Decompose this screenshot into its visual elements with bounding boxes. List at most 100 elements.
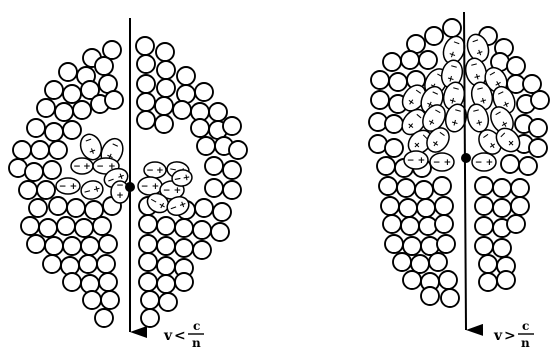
atom xyxy=(393,253,411,271)
atom xyxy=(37,181,55,199)
atom xyxy=(156,43,174,61)
atom xyxy=(229,141,247,159)
atom xyxy=(403,271,421,289)
atom xyxy=(29,199,47,217)
atom xyxy=(381,197,399,215)
atom xyxy=(157,61,175,79)
atom xyxy=(63,273,81,291)
atom xyxy=(95,309,113,327)
atom xyxy=(63,85,81,103)
plus-sign: + xyxy=(156,166,164,176)
minus-sign: − xyxy=(146,166,154,176)
atom xyxy=(57,217,75,235)
polarized-atom: −+ xyxy=(138,177,162,195)
atom xyxy=(159,293,177,311)
atom xyxy=(59,63,77,81)
left-label-relation: < xyxy=(174,328,186,344)
atom xyxy=(205,179,223,197)
left-velocity-label: v < c n xyxy=(163,319,204,350)
right-label-relation: > xyxy=(504,328,516,344)
atom xyxy=(441,289,459,307)
atom xyxy=(419,51,437,69)
atom xyxy=(139,235,157,253)
plus-sign: + xyxy=(152,182,160,192)
right-label-denominator: n xyxy=(521,336,530,350)
atom xyxy=(99,273,117,291)
atom xyxy=(177,85,195,103)
atom xyxy=(137,93,155,111)
atom xyxy=(389,73,407,91)
atom xyxy=(157,79,175,97)
atom xyxy=(213,203,231,221)
plus-sign: + xyxy=(83,162,91,172)
atom xyxy=(385,115,403,133)
atom xyxy=(417,199,435,217)
plus-sign: + xyxy=(418,156,426,166)
atom xyxy=(421,287,439,305)
atom xyxy=(475,177,493,195)
right-charged-particle xyxy=(461,153,471,163)
atom xyxy=(493,199,511,217)
polarized-atom: −+ xyxy=(71,158,93,174)
atom xyxy=(475,217,493,235)
atom xyxy=(493,179,511,197)
atom xyxy=(377,157,395,175)
atom xyxy=(136,37,154,55)
atom xyxy=(63,121,81,139)
atom xyxy=(191,119,209,137)
atom xyxy=(385,235,403,253)
atom xyxy=(45,81,63,99)
atom xyxy=(399,199,417,217)
atom xyxy=(79,255,97,273)
atom xyxy=(383,53,401,71)
atom xyxy=(205,157,223,175)
atom xyxy=(529,119,547,137)
atom xyxy=(157,275,175,293)
atom xyxy=(55,103,73,121)
atom xyxy=(137,111,155,129)
atom xyxy=(25,163,43,181)
atom xyxy=(401,217,419,235)
left-medium-atoms xyxy=(9,37,247,327)
atom xyxy=(101,291,119,309)
polarized-atom: −+ xyxy=(472,153,496,171)
atom xyxy=(475,237,493,255)
atom xyxy=(95,57,113,75)
atom xyxy=(21,217,39,235)
atom xyxy=(397,179,415,197)
atom xyxy=(37,99,55,117)
atom xyxy=(511,197,529,215)
right-particle-path-arrow xyxy=(464,12,466,330)
atom xyxy=(507,57,525,75)
atom xyxy=(401,51,419,69)
atom xyxy=(385,139,403,157)
atom xyxy=(177,67,195,85)
atom xyxy=(371,91,389,109)
atom xyxy=(433,177,451,195)
minus-sign: − xyxy=(96,162,104,172)
atom xyxy=(157,217,175,235)
plus-sign: + xyxy=(444,158,452,168)
atom xyxy=(403,237,421,255)
atom xyxy=(13,141,31,159)
polarized-atom: −+ xyxy=(56,178,80,194)
atom xyxy=(425,27,443,45)
atom xyxy=(43,161,61,179)
atom xyxy=(369,135,387,153)
atom xyxy=(493,239,511,257)
minus-sign: − xyxy=(116,181,124,191)
atom xyxy=(27,119,45,137)
atom xyxy=(137,75,155,93)
atom xyxy=(443,19,461,37)
atom xyxy=(73,101,91,119)
plus-sign: + xyxy=(116,191,124,201)
left-label-denominator: n xyxy=(192,336,201,350)
atom xyxy=(195,199,213,217)
atom xyxy=(173,101,191,119)
atom xyxy=(223,117,241,135)
atom xyxy=(139,215,157,233)
atom xyxy=(197,137,215,155)
polarized-atom: −+ xyxy=(79,178,105,201)
atom xyxy=(531,91,549,109)
